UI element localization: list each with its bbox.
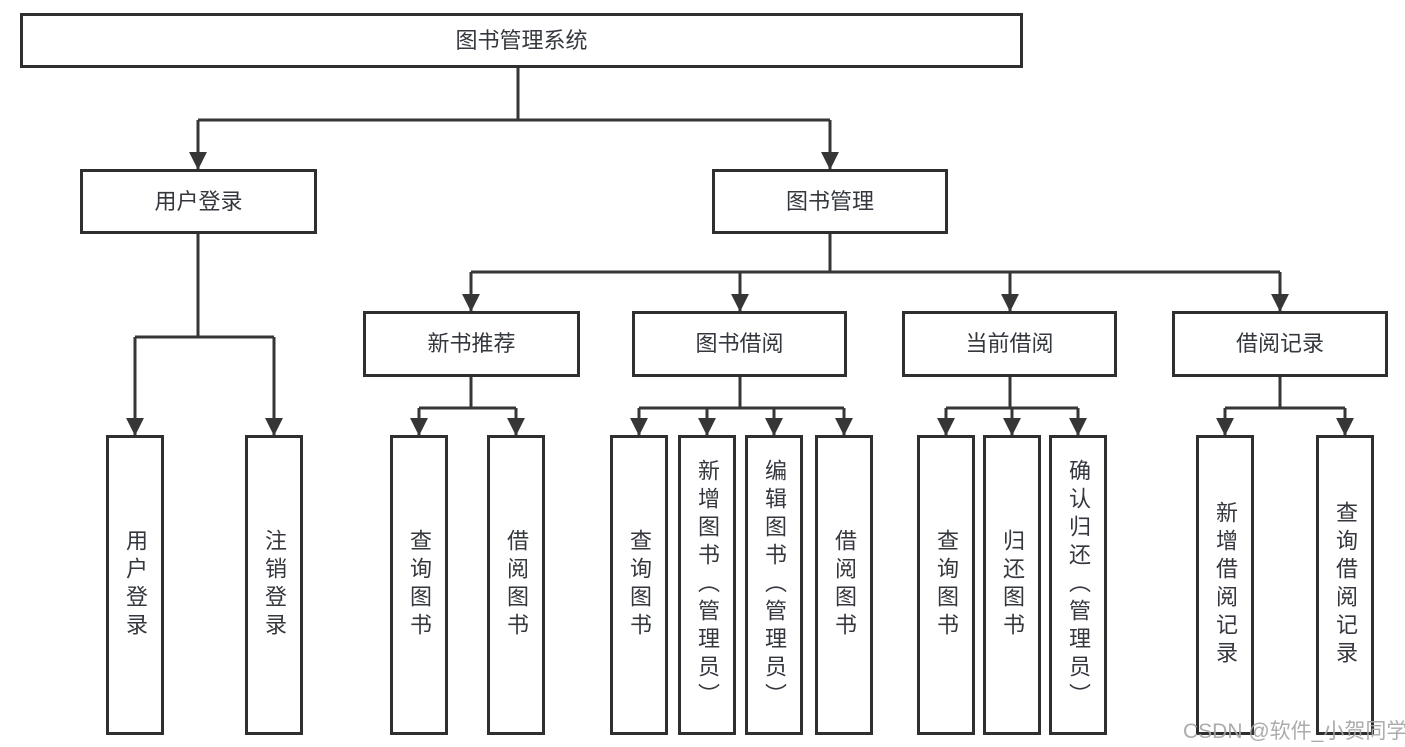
node-book-management: 图书管理 — [712, 169, 948, 234]
node-new-book-recommendation: 新书推荐 — [363, 311, 580, 377]
leaf-borrow-books-borrowing: 借阅图书 — [815, 435, 873, 735]
node-current-borrowing: 当前借阅 — [902, 311, 1117, 377]
leaf-edit-book-admin: 编辑图书（管理员） — [745, 435, 803, 735]
csdn-watermark: CSDN @软件_小贺同学 — [1183, 720, 1405, 743]
leaf-add-borrow-record: 新增借阅记录 — [1196, 435, 1254, 735]
leaf-query-books-borrowing: 查询图书 — [610, 435, 668, 735]
leaf-confirm-return-admin: 确认归还（管理员） — [1049, 435, 1107, 735]
leaf-logout: 注销登录 — [245, 435, 303, 735]
node-user-login: 用户登录 — [80, 169, 317, 234]
leaf-query-borrow-record: 查询借阅记录 — [1316, 435, 1374, 735]
node-library-management-system: 图书管理系统 — [20, 13, 1023, 68]
leaf-query-books-current: 查询图书 — [917, 435, 975, 735]
leaf-add-book-admin: 新增图书（管理员） — [678, 435, 736, 735]
leaf-user-login: 用户登录 — [106, 435, 164, 735]
node-book-borrowing: 图书借阅 — [632, 311, 847, 377]
leaf-return-books: 归还图书 — [983, 435, 1041, 735]
leaf-borrow-books-recommend: 借阅图书 — [487, 435, 545, 735]
node-borrowing-records: 借阅记录 — [1172, 311, 1388, 377]
leaf-query-books-recommend: 查询图书 — [390, 435, 448, 735]
